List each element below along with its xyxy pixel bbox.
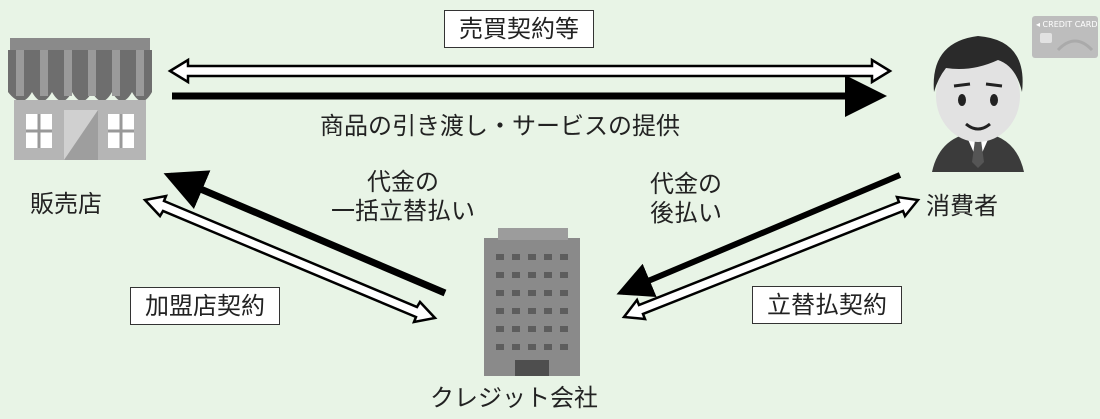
advance-payment-contract-arrow — [621, 195, 921, 321]
deferred-payment-label: 代金の 後払い — [626, 170, 746, 228]
credit-company-label: クレジット会社 — [430, 384, 598, 412]
lump-payment-label: 代金の 一括立替払い — [318, 168, 488, 226]
merchant-contract-label: 加盟店契約 — [130, 287, 280, 325]
delivery-label: 商品の引き渡し・サービスの提供 — [320, 112, 680, 140]
lump-payment-label-line2: 一括立替払い — [331, 196, 475, 225]
shop-icon — [8, 38, 152, 160]
sales-contract-label: 売買契約等 — [444, 10, 594, 48]
lump-payment-label-line1: 代金の — [367, 168, 439, 196]
deferred-payment-label-line2: 後払い — [650, 198, 722, 227]
consumer-label: 消費者 — [926, 192, 998, 220]
consumer-icon — [932, 36, 1024, 172]
shop-label: 販売店 — [30, 190, 102, 218]
advance-payment-contract-label: 立替払契約 — [752, 286, 902, 324]
sales-contract-arrow — [167, 57, 893, 85]
lump-payment-arrow — [163, 170, 447, 297]
credit-card-icon — [1032, 16, 1098, 58]
deferred-payment-label-line1: 代金の — [650, 170, 722, 198]
credit-company-building-icon — [484, 228, 580, 376]
credit-card-label: ◂ CREDIT CARD — [1036, 20, 1097, 29]
deferred-payment-arrow — [616, 172, 902, 297]
merchant-contract-arrow — [142, 194, 438, 324]
